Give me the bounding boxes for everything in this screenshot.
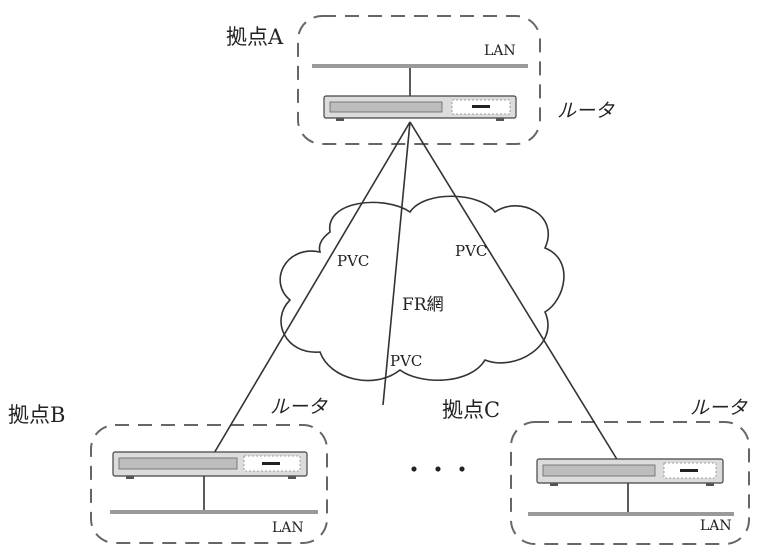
fr-network-label: FR網 [402, 295, 444, 315]
site-c-lan-bar [528, 512, 734, 516]
ellipsis: ・・・ [402, 456, 474, 484]
site-b-lan-label: LAN [272, 520, 304, 536]
site-a-name: 拠点A [226, 25, 284, 49]
router-a-icon [323, 95, 517, 121]
pvc-line-a-b [209, 121, 411, 461]
site-a-router-label: ルータ [557, 100, 615, 122]
fr-network-cloud [279, 195, 565, 382]
site-b-lan-bar [110, 510, 318, 514]
site-c-boundary [510, 421, 750, 545]
pvc-label-2: PVC [455, 242, 487, 260]
site-a-lan-bar [312, 64, 528, 68]
pvc-label-1: PVC [337, 252, 369, 270]
router-b-icon [112, 451, 308, 479]
pvc-line-a-c [409, 121, 619, 462]
pvc-label-3: PVC [390, 352, 422, 370]
site-a-boundary [297, 15, 541, 145]
pvc-line-a-mid [382, 121, 411, 406]
site-b-router-label: ルータ [270, 396, 328, 418]
site-a-lan-label: LAN [484, 43, 516, 59]
site-c-router-label: ルータ [690, 397, 748, 419]
site-c-name: 拠点C [442, 398, 500, 422]
router-c-icon [536, 458, 724, 486]
site-c-lan-label: LAN [700, 518, 732, 534]
site-b-name: 拠点B [8, 403, 65, 427]
site-b-boundary [90, 424, 328, 544]
